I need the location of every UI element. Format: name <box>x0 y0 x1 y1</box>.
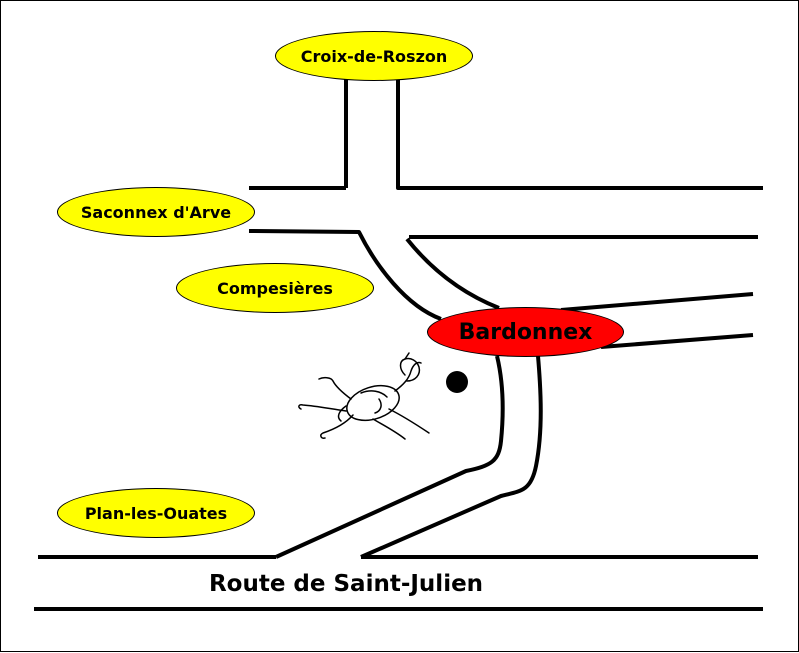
place-saconnex-darve: Saconnex d'Arve <box>57 187 255 237</box>
place-label: Croix-de-Roszon <box>300 46 448 66</box>
place-bardonnex: Bardonnex <box>427 307 624 357</box>
place-label: Saconnex d'Arve <box>80 202 232 222</box>
road-line <box>360 355 543 559</box>
place-croix-de-roszon: Croix-de-Roszon <box>275 31 473 81</box>
road-line <box>248 229 442 321</box>
place-label: Bardonnex <box>458 319 593 345</box>
place-plan-les-ouates: Plan-les-Ouates <box>57 488 255 538</box>
road-line <box>560 292 754 312</box>
road-line <box>600 333 754 349</box>
place-label: Plan-les-Ouates <box>84 503 228 523</box>
place-compesieres: Compesières <box>176 263 374 313</box>
road-line <box>396 79 763 190</box>
road-line <box>405 237 500 310</box>
road-line <box>275 355 505 559</box>
place-label: Compesières <box>217 278 333 298</box>
beetle-sketch-icon <box>298 352 430 440</box>
location-dot-icon <box>446 371 468 393</box>
road-label-route-de-saint-julien: Route de Saint-Julien <box>208 571 484 597</box>
